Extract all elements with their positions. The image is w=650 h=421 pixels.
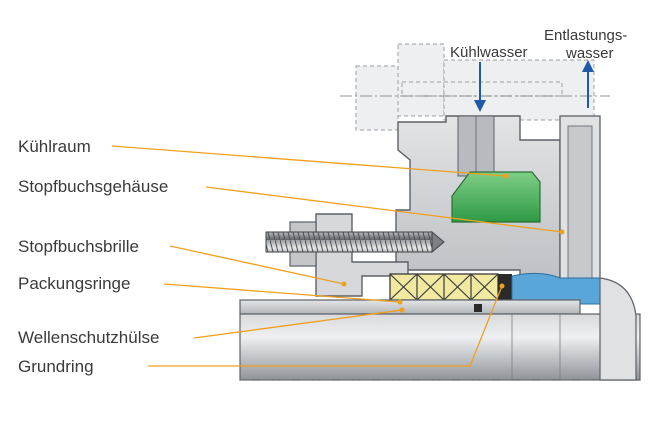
label-kuehlwasser: Kühlwasser (450, 44, 528, 61)
leader-lines (111, 145, 565, 367)
shaft (239, 313, 641, 381)
label-stopfbuchsgehaeuse: Stopfbuchsgehäuse (18, 177, 168, 196)
label-entlastungswasser-line2: wasser (565, 45, 614, 62)
label-entlastungswasser-line1: Entlastungs- (544, 27, 627, 44)
label-kuehlraum: Kühlraum (18, 137, 91, 156)
label-grundring: Grundring (18, 357, 94, 376)
cooling-chamber (451, 171, 541, 223)
sleeve-key (474, 304, 482, 312)
right-housing (599, 277, 637, 381)
shaft-sleeve (239, 299, 581, 315)
label-wellenschutzhuelse: Wellenschutzhülse (18, 328, 159, 347)
label-stopfbuchsbrille: Stopfbuchsbrille (18, 237, 139, 256)
label-packungsringe: Packungsringe (18, 274, 130, 293)
cooling-water-arrow (474, 62, 486, 112)
dashed-outline-upper (355, 43, 595, 131)
relief-water-arrow (582, 60, 594, 108)
stud-bolt (265, 230, 445, 254)
packing-rings (389, 273, 512, 301)
